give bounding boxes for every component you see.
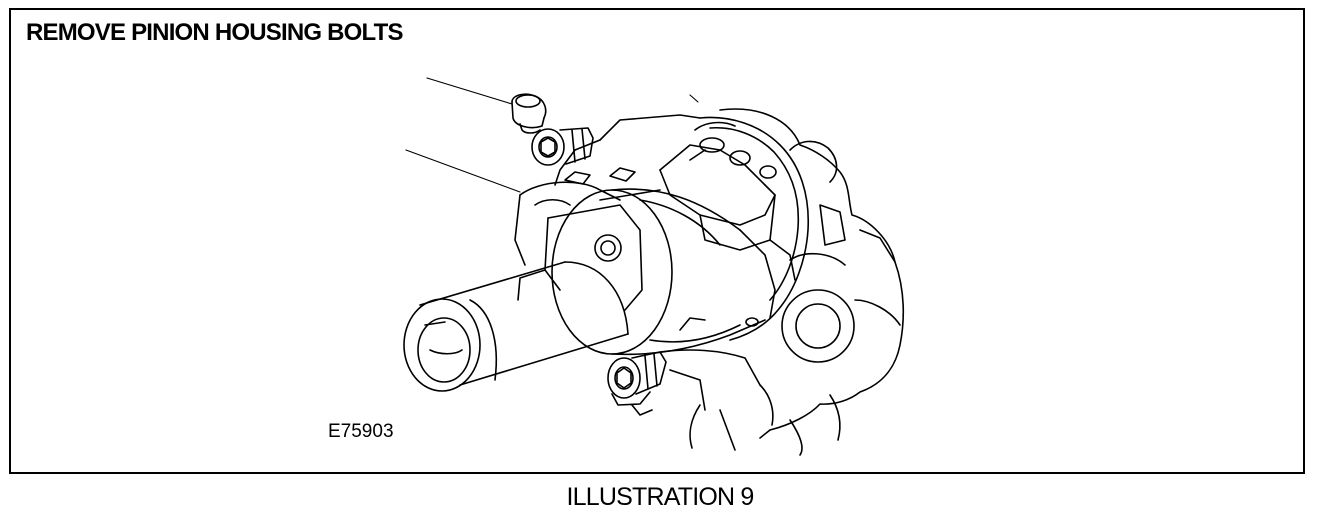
clamp-bracket xyxy=(518,205,642,310)
side-port xyxy=(782,205,854,362)
tool-body xyxy=(515,182,775,354)
figure-caption: ILLUSTRATION 9 xyxy=(566,483,755,511)
tool-shaft xyxy=(404,262,628,391)
lower-housing xyxy=(660,318,760,410)
page-title: REMOVE PINION HOUSING BOLTS xyxy=(26,19,403,46)
housing-flange xyxy=(690,117,808,340)
locating-pins xyxy=(565,168,635,184)
upper-bolt-icon xyxy=(512,94,593,165)
differential-housing xyxy=(690,109,903,455)
figure-reference-code: E75903 xyxy=(328,421,394,442)
lower-bolt-icon xyxy=(608,352,666,415)
illustration-frame xyxy=(9,8,1305,474)
leader-lines xyxy=(406,78,698,192)
